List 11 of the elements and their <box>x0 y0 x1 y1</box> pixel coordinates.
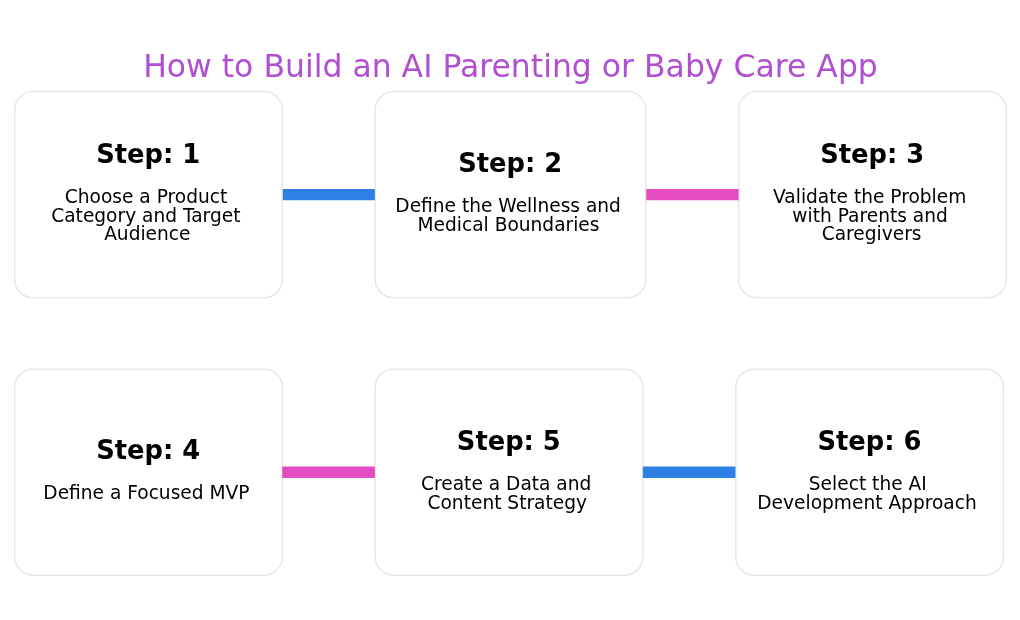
node-box: Step: 4 Define a Focused MVP <box>13 367 283 576</box>
connector <box>645 188 739 200</box>
connector <box>281 465 375 478</box>
node-box: Step: 6 Select the AI Development Approach <box>734 367 1004 576</box>
node-box: Step: 5 Create a Data and Content Strategy <box>374 367 644 576</box>
node-box: Step: 1 Choose a Product Category and Target Audience <box>13 90 283 298</box>
connector <box>282 188 375 200</box>
node-box: Step: 2 Define the Wellness and Medical Boundaries <box>374 90 646 298</box>
connector <box>642 465 735 478</box>
diagram-title: How to Build an AI Parenting or Baby Care App <box>142 47 878 84</box>
node-box: Step: 3 Validate the Problem with Parents and Caregivers <box>737 90 1007 298</box>
